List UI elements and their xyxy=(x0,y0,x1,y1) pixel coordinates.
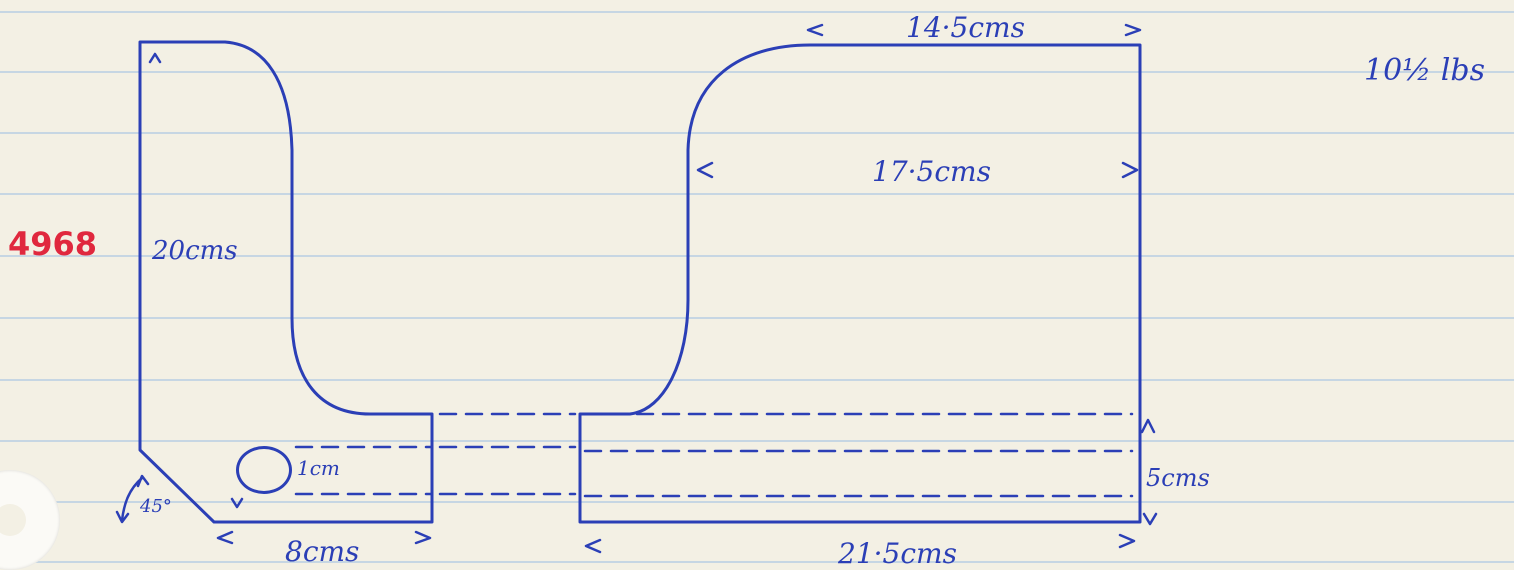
left-piece-outline xyxy=(138,40,434,524)
arrow-up-mark xyxy=(1140,418,1156,434)
arrow-down-mark xyxy=(230,497,244,509)
arrow-right-mark xyxy=(1121,161,1139,179)
right-base-thickness-label: 5cms xyxy=(1146,464,1210,492)
arrow-right-mark xyxy=(1124,23,1142,37)
dashed-guide-lines xyxy=(294,412,1134,498)
dimension-arrows xyxy=(115,23,1158,554)
right-bottom-width-label: 21·5cms xyxy=(838,537,957,570)
arrow-left-mark xyxy=(216,530,234,545)
bolt-hole xyxy=(236,446,292,494)
left-height-label: 20cms xyxy=(152,236,238,266)
arrow-left-mark xyxy=(584,538,602,554)
arrow-up-mark xyxy=(148,52,162,64)
arrow-left-mark xyxy=(806,23,824,37)
arrow-right-mark xyxy=(1118,533,1136,549)
arrow-down-mark xyxy=(1142,512,1158,526)
arrow-up-mark xyxy=(136,474,150,488)
arrow-down-mark xyxy=(115,510,130,524)
reference-number: 4968 xyxy=(8,225,98,263)
arrow-right-mark xyxy=(414,530,432,545)
punched-hole-center xyxy=(0,504,26,536)
right-piece-outline xyxy=(578,43,1142,524)
right-top-width-label: 14·5cms xyxy=(906,11,1025,44)
right-inner-width-label: 17·5cms xyxy=(872,155,991,188)
chamfer-angle-label: 45° xyxy=(140,496,172,517)
left-base-width-label: 8cms xyxy=(285,535,360,568)
hole-size-label: 1cm xyxy=(297,456,340,480)
arrow-left-mark xyxy=(696,161,714,179)
weight-note: 10½ lbs xyxy=(1364,53,1485,88)
